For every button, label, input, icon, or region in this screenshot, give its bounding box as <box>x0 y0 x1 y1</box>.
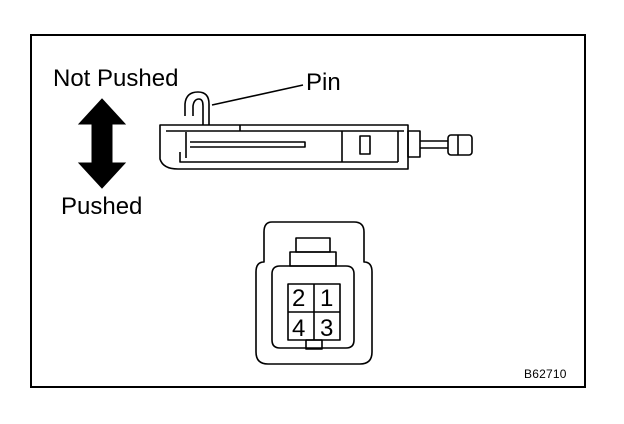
figure-frame <box>30 34 586 388</box>
pin-label: Pin <box>306 69 341 96</box>
connector-pin-4: 4 <box>292 315 306 342</box>
connector-pin-2: 2 <box>292 285 306 312</box>
not-pushed-label: Not Pushed <box>53 65 179 92</box>
switch-body <box>159 91 473 170</box>
connector-face <box>255 221 373 365</box>
connector-outline <box>255 221 373 365</box>
pushed-label: Pushed <box>61 193 143 220</box>
pin-leader-line <box>211 84 304 106</box>
connector-latch <box>295 237 331 253</box>
connector-pin-3: 3 <box>320 315 334 342</box>
switch-pin <box>184 91 210 125</box>
figure-code: B62710 <box>524 367 567 381</box>
double-arrow-icon <box>77 98 127 189</box>
connector-pin-1: 1 <box>320 285 334 312</box>
